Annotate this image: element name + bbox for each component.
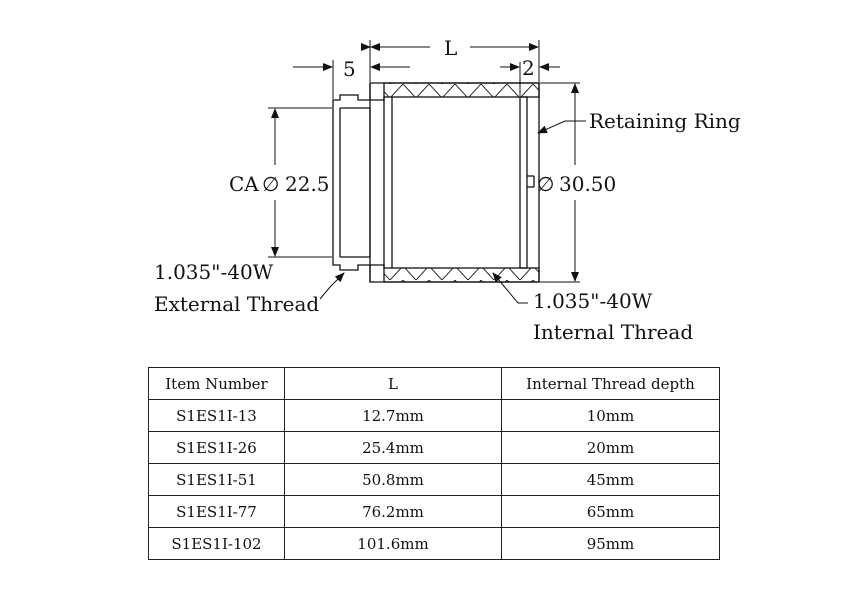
tube-body xyxy=(332,82,540,283)
cell-depth: 65mm xyxy=(501,495,720,528)
label-retaining-ring: Retaining Ring xyxy=(589,109,741,133)
cell-depth: 45mm xyxy=(501,463,720,496)
body-outline xyxy=(369,82,540,283)
table-row: S1ES1I-77 76.2mm 65mm xyxy=(148,495,720,528)
bottom-wall xyxy=(383,267,540,283)
lens-tube-drawing: L 5 2 Retaining Ring CA ∅ 22.5 ∅ 30.50 1… xyxy=(154,36,741,344)
leader-retaining-ring xyxy=(537,120,586,134)
diameter-icon: ∅ xyxy=(262,172,279,196)
label-left-dim: 5 xyxy=(343,57,356,81)
leader-ext-thread xyxy=(319,272,345,300)
cell-depth: 95mm xyxy=(501,527,720,560)
thread-nose xyxy=(332,94,370,271)
leader-int-thread xyxy=(492,272,528,304)
table-row: S1ES1I-26 25.4mm 20mm xyxy=(148,431,720,464)
label-ca-value: 22.5 xyxy=(285,172,330,196)
header-thread-depth: Internal Thread depth xyxy=(501,367,720,400)
label-length: L xyxy=(444,36,457,60)
cell-item: S1ES1I-13 xyxy=(148,399,285,432)
cell-length: 76.2mm xyxy=(284,495,502,528)
label-ext-thread-size: 1.035"-40W xyxy=(154,260,274,284)
spec-table: Item Number L Internal Thread depth S1ES… xyxy=(148,367,720,560)
cell-depth: 20mm xyxy=(501,431,720,464)
label-right-dim: 2 xyxy=(522,56,535,80)
table-row: S1ES1I-13 12.7mm 10mm xyxy=(148,399,720,432)
cell-length: 12.7mm xyxy=(284,399,502,432)
table-row: S1ES1I-102 101.6mm 95mm xyxy=(148,527,720,560)
label-outer-value: 30.50 xyxy=(559,172,616,196)
cell-length: 25.4mm xyxy=(284,431,502,464)
cell-length: 101.6mm xyxy=(284,527,502,560)
retaining-ring xyxy=(519,96,528,269)
header-item-number: Item Number xyxy=(148,367,285,400)
table-row: S1ES1I-51 50.8mm 45mm xyxy=(148,463,720,496)
cell-depth: 10mm xyxy=(501,399,720,432)
cell-length: 50.8mm xyxy=(284,463,502,496)
labels: L 5 2 Retaining Ring CA ∅ 22.5 ∅ 30.50 1… xyxy=(154,36,741,344)
cell-item: S1ES1I-26 xyxy=(148,431,285,464)
cell-item: S1ES1I-51 xyxy=(148,463,285,496)
table-header-row: Item Number L Internal Thread depth xyxy=(148,367,720,400)
label-ca-prefix: CA xyxy=(229,172,259,196)
cell-item: S1ES1I-102 xyxy=(148,527,285,560)
label-ext-thread-name: External Thread xyxy=(154,292,319,316)
cell-item: S1ES1I-77 xyxy=(148,495,285,528)
dimensions xyxy=(268,40,586,304)
body-step xyxy=(369,83,385,282)
label-int-thread-name: Internal Thread xyxy=(533,320,693,344)
header-length: L xyxy=(284,367,502,400)
top-wall xyxy=(383,82,540,98)
diameter-icon-od: ∅ xyxy=(537,172,554,196)
label-int-thread-size: 1.035"-40W xyxy=(533,289,653,313)
